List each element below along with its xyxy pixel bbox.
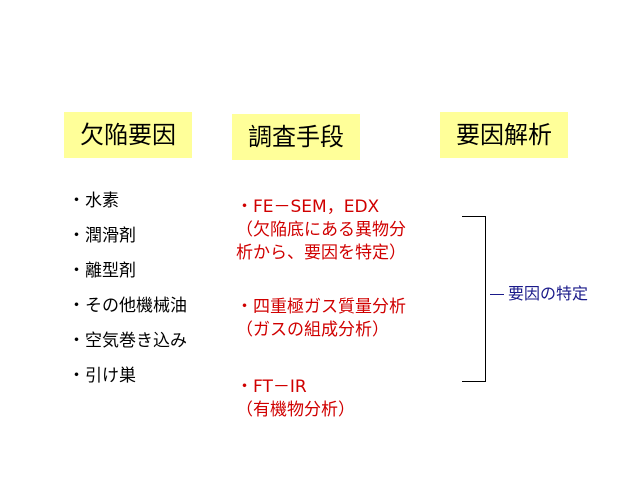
header-investigation-methods: 調査手段 [232, 114, 360, 160]
header-cause-analysis: 要因解析 [440, 112, 568, 158]
method-description: （欠陥底にある異物分 [236, 220, 406, 240]
method-title: ・FT－IR [236, 377, 307, 397]
cause-item-release-agent: ・離型剤 [68, 261, 136, 281]
conclusion-cause-identification: 要因の特定 [508, 284, 589, 303]
method-title: ・四重極ガス質量分析 [236, 297, 406, 317]
cause-item-machine-oil: ・その他機械油 [68, 296, 187, 316]
defect-cause-list: ・水素 ・潤滑剤 ・離型剤 ・その他機械油 ・空気巻き込み ・引け巣 [68, 190, 187, 400]
cause-item-shrinkage-cavity: ・引け巣 [68, 366, 136, 386]
method-description: （有機物分析） [236, 400, 355, 420]
connector-line [490, 294, 504, 295]
cause-item-hydrogen: ・水素 [68, 191, 119, 211]
cause-item-lubricant: ・潤滑剤 [68, 226, 136, 246]
cause-item-air-entrapment: ・空気巻き込み [68, 331, 187, 351]
method-fe-sem-edx: ・FE－SEM，EDX （欠陥底にある異物分 析から、要因を特定） [236, 196, 406, 265]
method-ft-ir: ・FT－IR （有機物分析） [236, 376, 355, 422]
method-quadrupole-gas-mass-spec: ・四重極ガス質量分析 （ガスの組成分析） [236, 296, 406, 342]
method-title: ・FE－SEM，EDX [236, 197, 380, 217]
grouping-bracket [462, 216, 486, 382]
method-description: （ガスの組成分析） [236, 320, 389, 340]
method-description: 析から、要因を特定） [236, 243, 406, 263]
header-defect-causes: 欠陥要因 [64, 112, 192, 158]
